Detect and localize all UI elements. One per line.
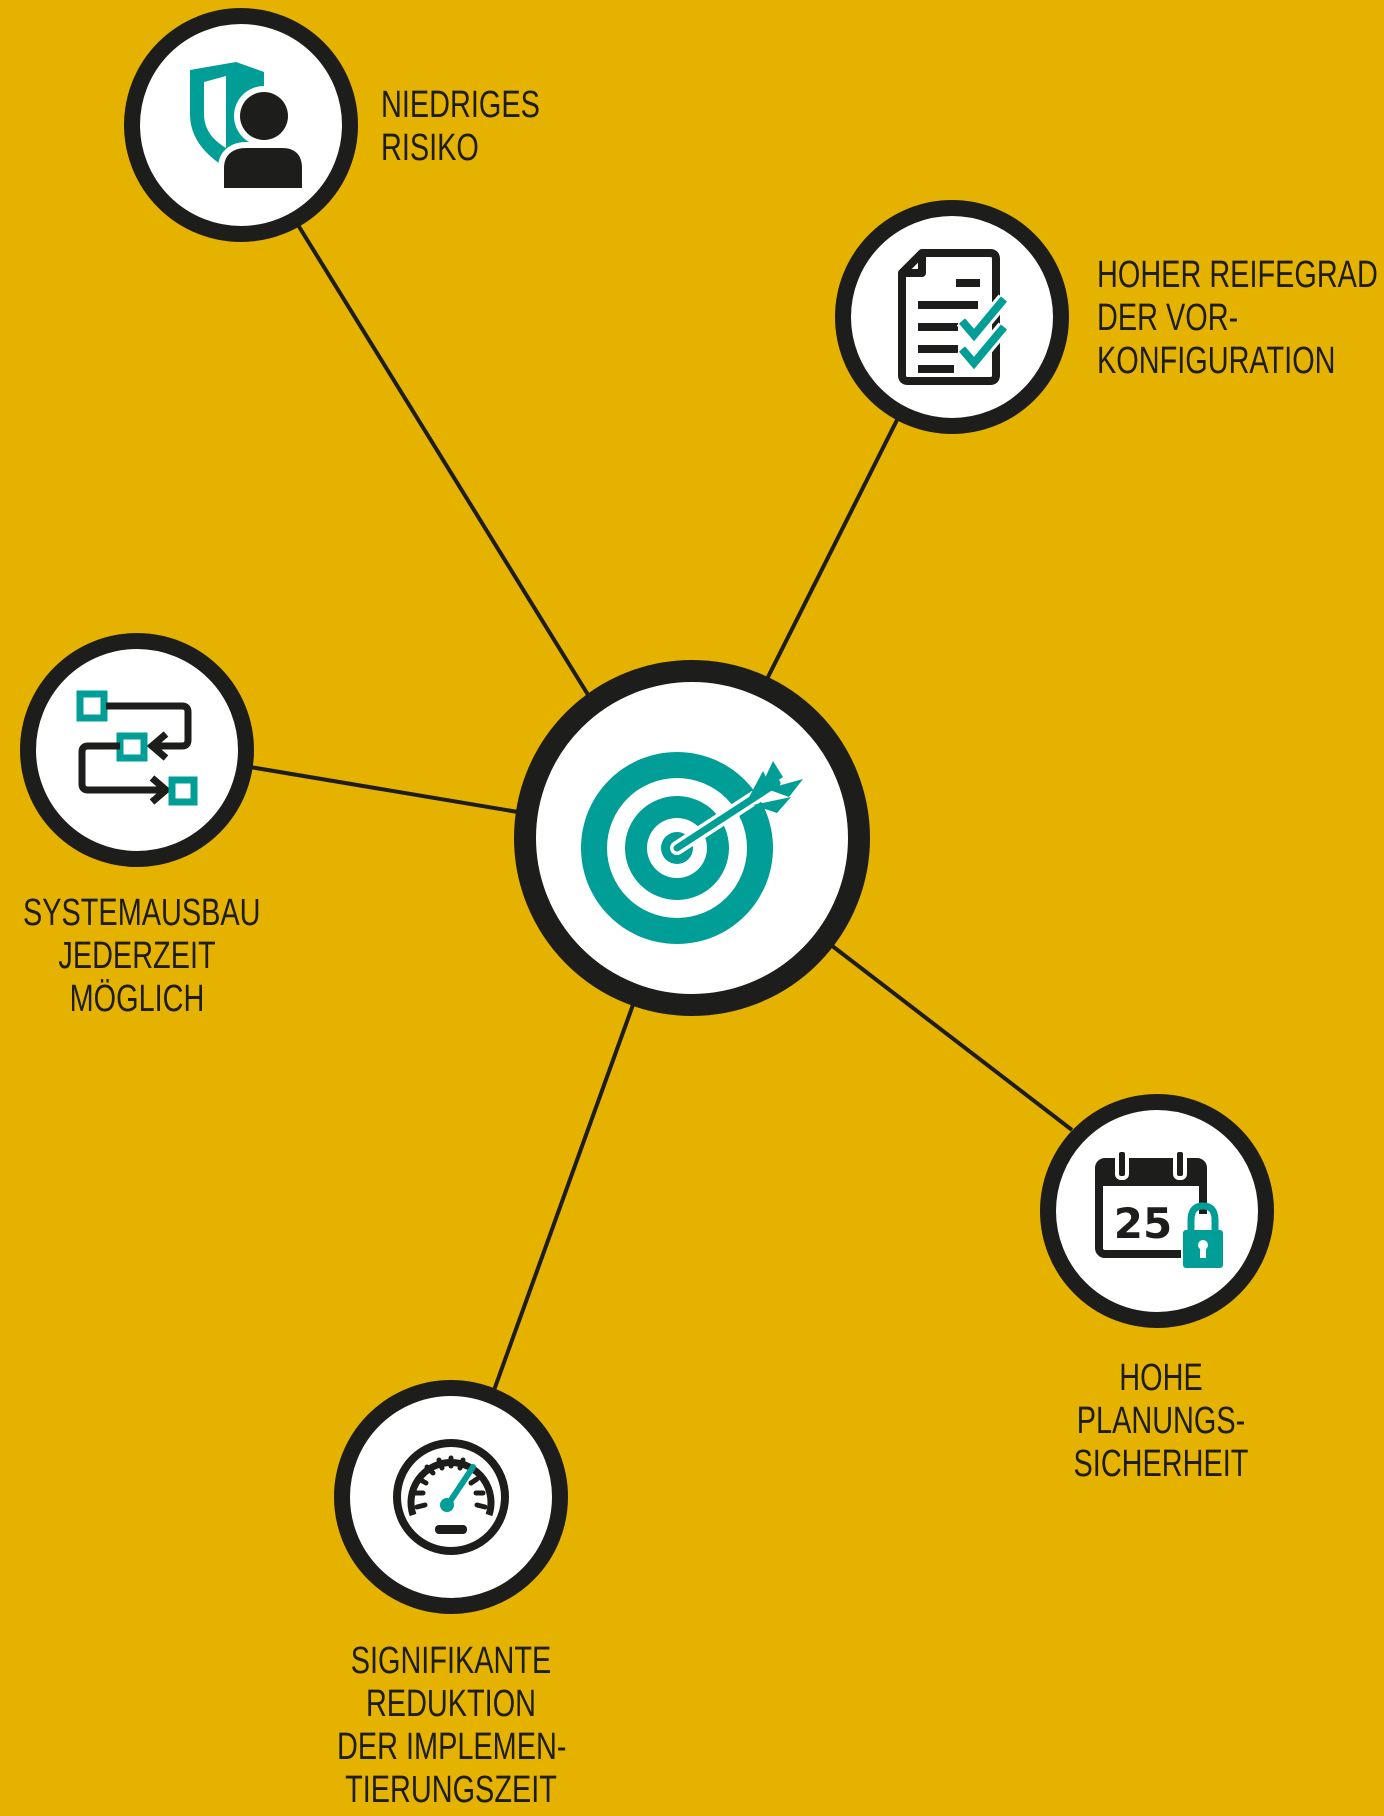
label-line: MÖGLICH (69, 978, 205, 1020)
checklist-document-icon (898, 249, 1010, 385)
label-line: RISIKO (381, 127, 479, 169)
connector-low-risk (296, 223, 592, 700)
connector-implementation-time (491, 1001, 636, 1394)
label-line: JEDERZEIT (58, 935, 216, 977)
center-node (514, 660, 870, 1016)
node-planning-security: 25 (1040, 1094, 1274, 1328)
label-line: HOHER REIFEGRAD (1097, 254, 1378, 296)
label-line: DER IMPLEMEN- (337, 1726, 567, 1768)
connector-system-expansion (249, 765, 519, 814)
shield-person-icon (190, 62, 306, 190)
process-flow-icon (76, 690, 198, 806)
node-system-expansion (20, 633, 254, 867)
label-line: SICHERHEIT (1073, 1443, 1249, 1485)
label-line: NIEDRIGES (381, 84, 540, 126)
label-preconfiguration: HOHER REIFEGRAD DER VOR- KONFIGURATION (1097, 254, 1378, 383)
label-implementation-time: SIGNIFIKANTE REDUKTION DER IMPLEMEN- TIE… (337, 1640, 567, 1812)
label-line: PLANUNGS- (1076, 1400, 1246, 1442)
label-line: SIGNIFIKANTE (350, 1640, 552, 1682)
node-implementation-time (334, 1380, 568, 1614)
label-line: HOHE (1119, 1357, 1203, 1399)
label-line: DER VOR- (1097, 297, 1239, 339)
label-line: SYSTEMAUSBAU (23, 892, 261, 934)
label-line: KONFIGURATION (1097, 340, 1336, 382)
node-preconfiguration (835, 200, 1069, 434)
label-planning-security: HOHE PLANUNGS- SICHERHEIT (1047, 1357, 1275, 1486)
speedometer-icon (393, 1439, 509, 1555)
label-system-expansion: SYSTEMAUSBAU JEDERZEIT MÖGLICH (23, 892, 261, 1021)
calendar-lock-icon: 25 (1095, 1148, 1225, 1272)
target-icon (581, 752, 803, 944)
label-low-risk: NIEDRIGES RISIKO (381, 84, 540, 170)
connector-preconfiguration (763, 419, 899, 684)
connector-planning-security (829, 943, 1074, 1132)
calendar-day-number: 25 (1114, 1199, 1172, 1248)
label-line: REDUKTION (365, 1683, 537, 1725)
label-line: TIERUNGSZEIT (345, 1769, 557, 1811)
node-low-risk (124, 8, 358, 242)
